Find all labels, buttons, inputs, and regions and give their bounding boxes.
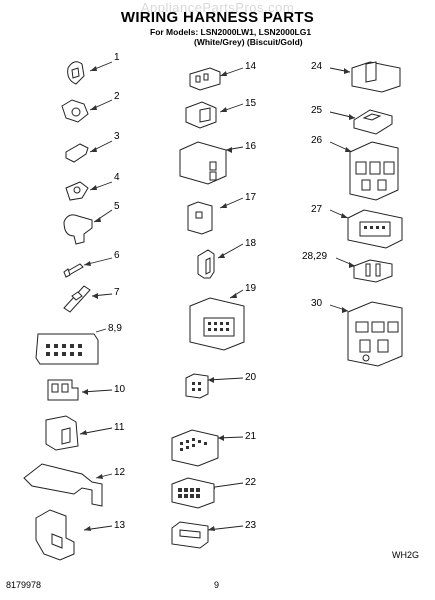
- watermark: AppliancePartsPros.com: [140, 0, 295, 15]
- part-12-bracket: [23, 463, 103, 507]
- callout-23: 23: [245, 520, 257, 531]
- callout-24: 24: [311, 61, 323, 72]
- document-number: 8179978: [6, 580, 42, 590]
- part-20-small-connector: [185, 373, 209, 399]
- part-3-clip: [65, 143, 89, 163]
- callout-14: 14: [245, 61, 257, 72]
- part-22-terminal-block: [171, 477, 215, 509]
- part-24-relay-housing: [351, 61, 401, 93]
- part-23-terminal-strip: [171, 521, 209, 549]
- part-21-connector-block: [171, 429, 219, 467]
- callout-6: 6: [114, 250, 120, 261]
- page-title: WIRING HARNESS PARTS: [120, 9, 315, 26]
- part-11-terminal-housing: [45, 415, 79, 451]
- part-14-connector: [189, 67, 221, 91]
- part-1-wire-clip: [67, 61, 85, 85]
- part-25-gasket: [353, 109, 393, 135]
- part-19-multi-connector: [189, 297, 245, 351]
- model-list: For Models: LSN2000LW1, LSN2000LG1 (Whit…: [150, 27, 311, 47]
- callout-20: 20: [245, 372, 257, 383]
- callout-27: 27: [311, 204, 323, 215]
- part-13-housing: [35, 509, 75, 561]
- part-4-grommet: [65, 181, 89, 201]
- callout-1: 1: [114, 52, 120, 63]
- part-5-strap-clamp: [63, 214, 93, 245]
- callout-7: 7: [114, 287, 120, 298]
- page-number: 9: [214, 580, 220, 590]
- part-6-screw: [63, 263, 84, 278]
- models-line: For Models: LSN2000LW1, LSN2000LG1: [150, 27, 312, 37]
- part-10-connector: [47, 379, 79, 401]
- callout-2: 2: [114, 91, 120, 102]
- part-28-29-plug: [353, 259, 393, 283]
- part-2-wire-clamp: [61, 99, 89, 123]
- callout-10: 10: [114, 384, 126, 395]
- callout-5: 5: [114, 201, 120, 212]
- callout-11: 11: [114, 422, 125, 433]
- callout-12: 12: [114, 467, 126, 478]
- callout-4: 4: [114, 172, 120, 183]
- part-16-housing: [179, 141, 227, 185]
- figure-code: WH2G: [392, 550, 419, 560]
- callout-16: 16: [245, 141, 257, 152]
- callout-13: 13: [114, 520, 126, 531]
- callout-22: 22: [245, 477, 257, 488]
- callout-18: 18: [245, 238, 257, 249]
- part-17-connector: [187, 201, 213, 235]
- callout-25: 25: [311, 105, 323, 116]
- callout-26: 26: [311, 135, 323, 146]
- callout-21: 21: [245, 431, 257, 442]
- part-18-wire-clip: [197, 249, 215, 279]
- part-8-9-connector-block: [35, 333, 99, 365]
- callout-15: 15: [245, 98, 257, 109]
- callout-30: 30: [311, 298, 323, 309]
- callout-17: 17: [245, 192, 257, 203]
- part-7-wire-tie: [63, 285, 91, 313]
- part-30-large-housing: [347, 301, 403, 367]
- callout-3: 3: [114, 131, 120, 142]
- part-15-bushing: [185, 101, 217, 129]
- color-variants-line: (White/Grey) (Biscuit/Gold): [194, 37, 303, 47]
- part-26-multi-housing: [349, 141, 399, 201]
- part-27-connector: [347, 209, 403, 249]
- callout-19: 19: [245, 283, 257, 294]
- callout-28-29: 28,29: [302, 251, 328, 262]
- callout-8-9: 8,9: [108, 323, 122, 334]
